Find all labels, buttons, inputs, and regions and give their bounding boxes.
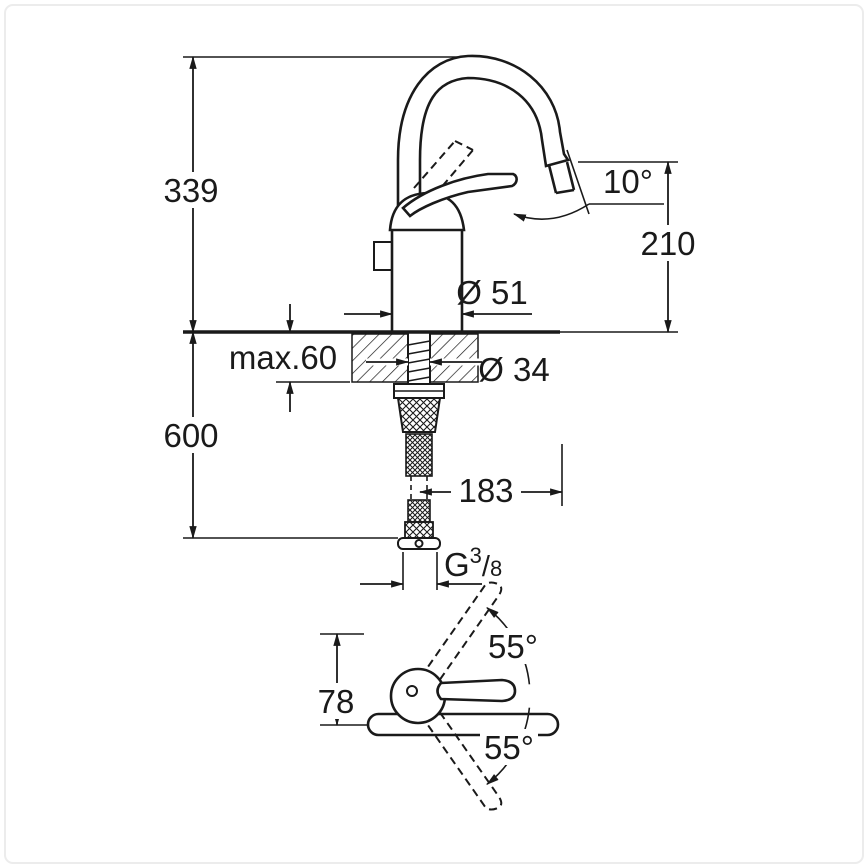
- side-view: 339 600 210 10° Ø 51: [156, 54, 703, 590]
- frame-border: [4, 4, 864, 864]
- label-hose-length: 600: [163, 417, 218, 454]
- plan-view: 55° 55° 78: [311, 581, 560, 811]
- dim-thread: G3/8: [360, 543, 502, 590]
- dim-handle-angle-up: 55°: [484, 628, 542, 665]
- hose-connector: [397, 521, 441, 550]
- deck-section: [351, 333, 479, 383]
- dim-hole-diameter: Ø 34: [366, 351, 550, 388]
- label-thread: G3/8: [444, 543, 502, 583]
- dim-handle-angle-down: 55°: [480, 729, 538, 766]
- mounting-nut: [393, 383, 445, 433]
- dim-spout-angle: 10°: [512, 149, 664, 222]
- label-handle-angle-up: 55°: [488, 628, 538, 665]
- label-spout-angle: 10°: [603, 163, 653, 200]
- label-spout-reach: 183: [458, 472, 513, 509]
- plan-pivot-dot: [406, 685, 418, 697]
- label-body-diameter: Ø 51: [456, 274, 528, 311]
- faucet-body: [390, 224, 464, 334]
- spout-nozzle: [547, 161, 576, 195]
- label-spout-height: 210: [640, 225, 695, 262]
- label-overall-height: 339: [163, 172, 218, 209]
- label-hole-diameter: Ø 34: [478, 351, 550, 388]
- handle-lever: [401, 172, 518, 218]
- label-body-depth: 78: [318, 683, 355, 720]
- dim-body-depth: 78: [311, 632, 368, 727]
- handle-raised-dashed: [413, 140, 474, 197]
- label-thread-numerator: 3: [470, 543, 482, 568]
- plan-handle-lever: [436, 678, 517, 703]
- label-thread-denominator: 8: [490, 556, 502, 581]
- plan-handle-down-dashed: [424, 711, 503, 811]
- label-deck-thickness: max.60: [229, 339, 337, 376]
- dim-hose-length: 600: [156, 330, 398, 540]
- label-handle-angle-down: 55°: [484, 729, 534, 766]
- dim-body-diameter: Ø 51: [344, 274, 532, 318]
- label-thread-slash: /: [482, 551, 491, 583]
- dim-deck-thickness: max.60: [229, 304, 350, 412]
- plan-handle-pivot: [389, 667, 447, 725]
- mounting-shank: [407, 332, 431, 384]
- dim-spout-reach: 183: [418, 444, 564, 509]
- label-thread-g: G: [444, 546, 470, 583]
- spout-outline: [396, 54, 571, 217]
- dim-overall-height: 339: [156, 55, 460, 334]
- supply-hose: [405, 433, 433, 523]
- plan-handle-up-dashed: [424, 581, 503, 681]
- dim-spout-height: 210: [578, 160, 703, 334]
